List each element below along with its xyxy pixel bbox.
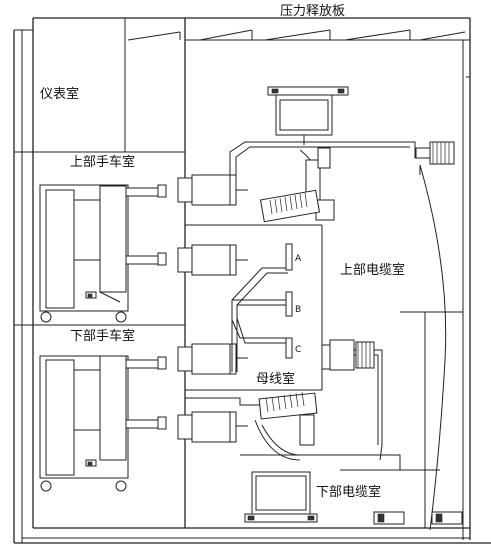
phase-a-label: A [295, 254, 302, 264]
instrument-room-label: 仪表室 [40, 86, 79, 102]
upper-cable-room-label: 上部电缆室 [340, 262, 405, 278]
phase-b-label: B [295, 305, 301, 315]
busbar-room-label: 母线室 [256, 371, 295, 387]
lower-breaker-truck [39, 355, 167, 492]
lower-spring-mechanism [258, 391, 318, 420]
upper-spring-mechanism [259, 189, 321, 223]
lower-cable-room-label: 下部电缆室 [316, 484, 381, 500]
contact-spouts [177, 174, 248, 443]
pressure-relief-label: 压力释放板 [280, 4, 345, 19]
lower-cable-equipment [185, 311, 463, 528]
upper-breaker-truck [39, 184, 167, 323]
lower-truck-room-label: 下部手车室 [70, 328, 135, 344]
upper-cable-equipment [229, 86, 455, 531]
upper-truck-room-label: 上部手车室 [70, 154, 135, 170]
cabinet-frame [13, 17, 491, 544]
phase-c-label: C [295, 345, 301, 355]
pressure-relief-flaps [127, 29, 466, 41]
